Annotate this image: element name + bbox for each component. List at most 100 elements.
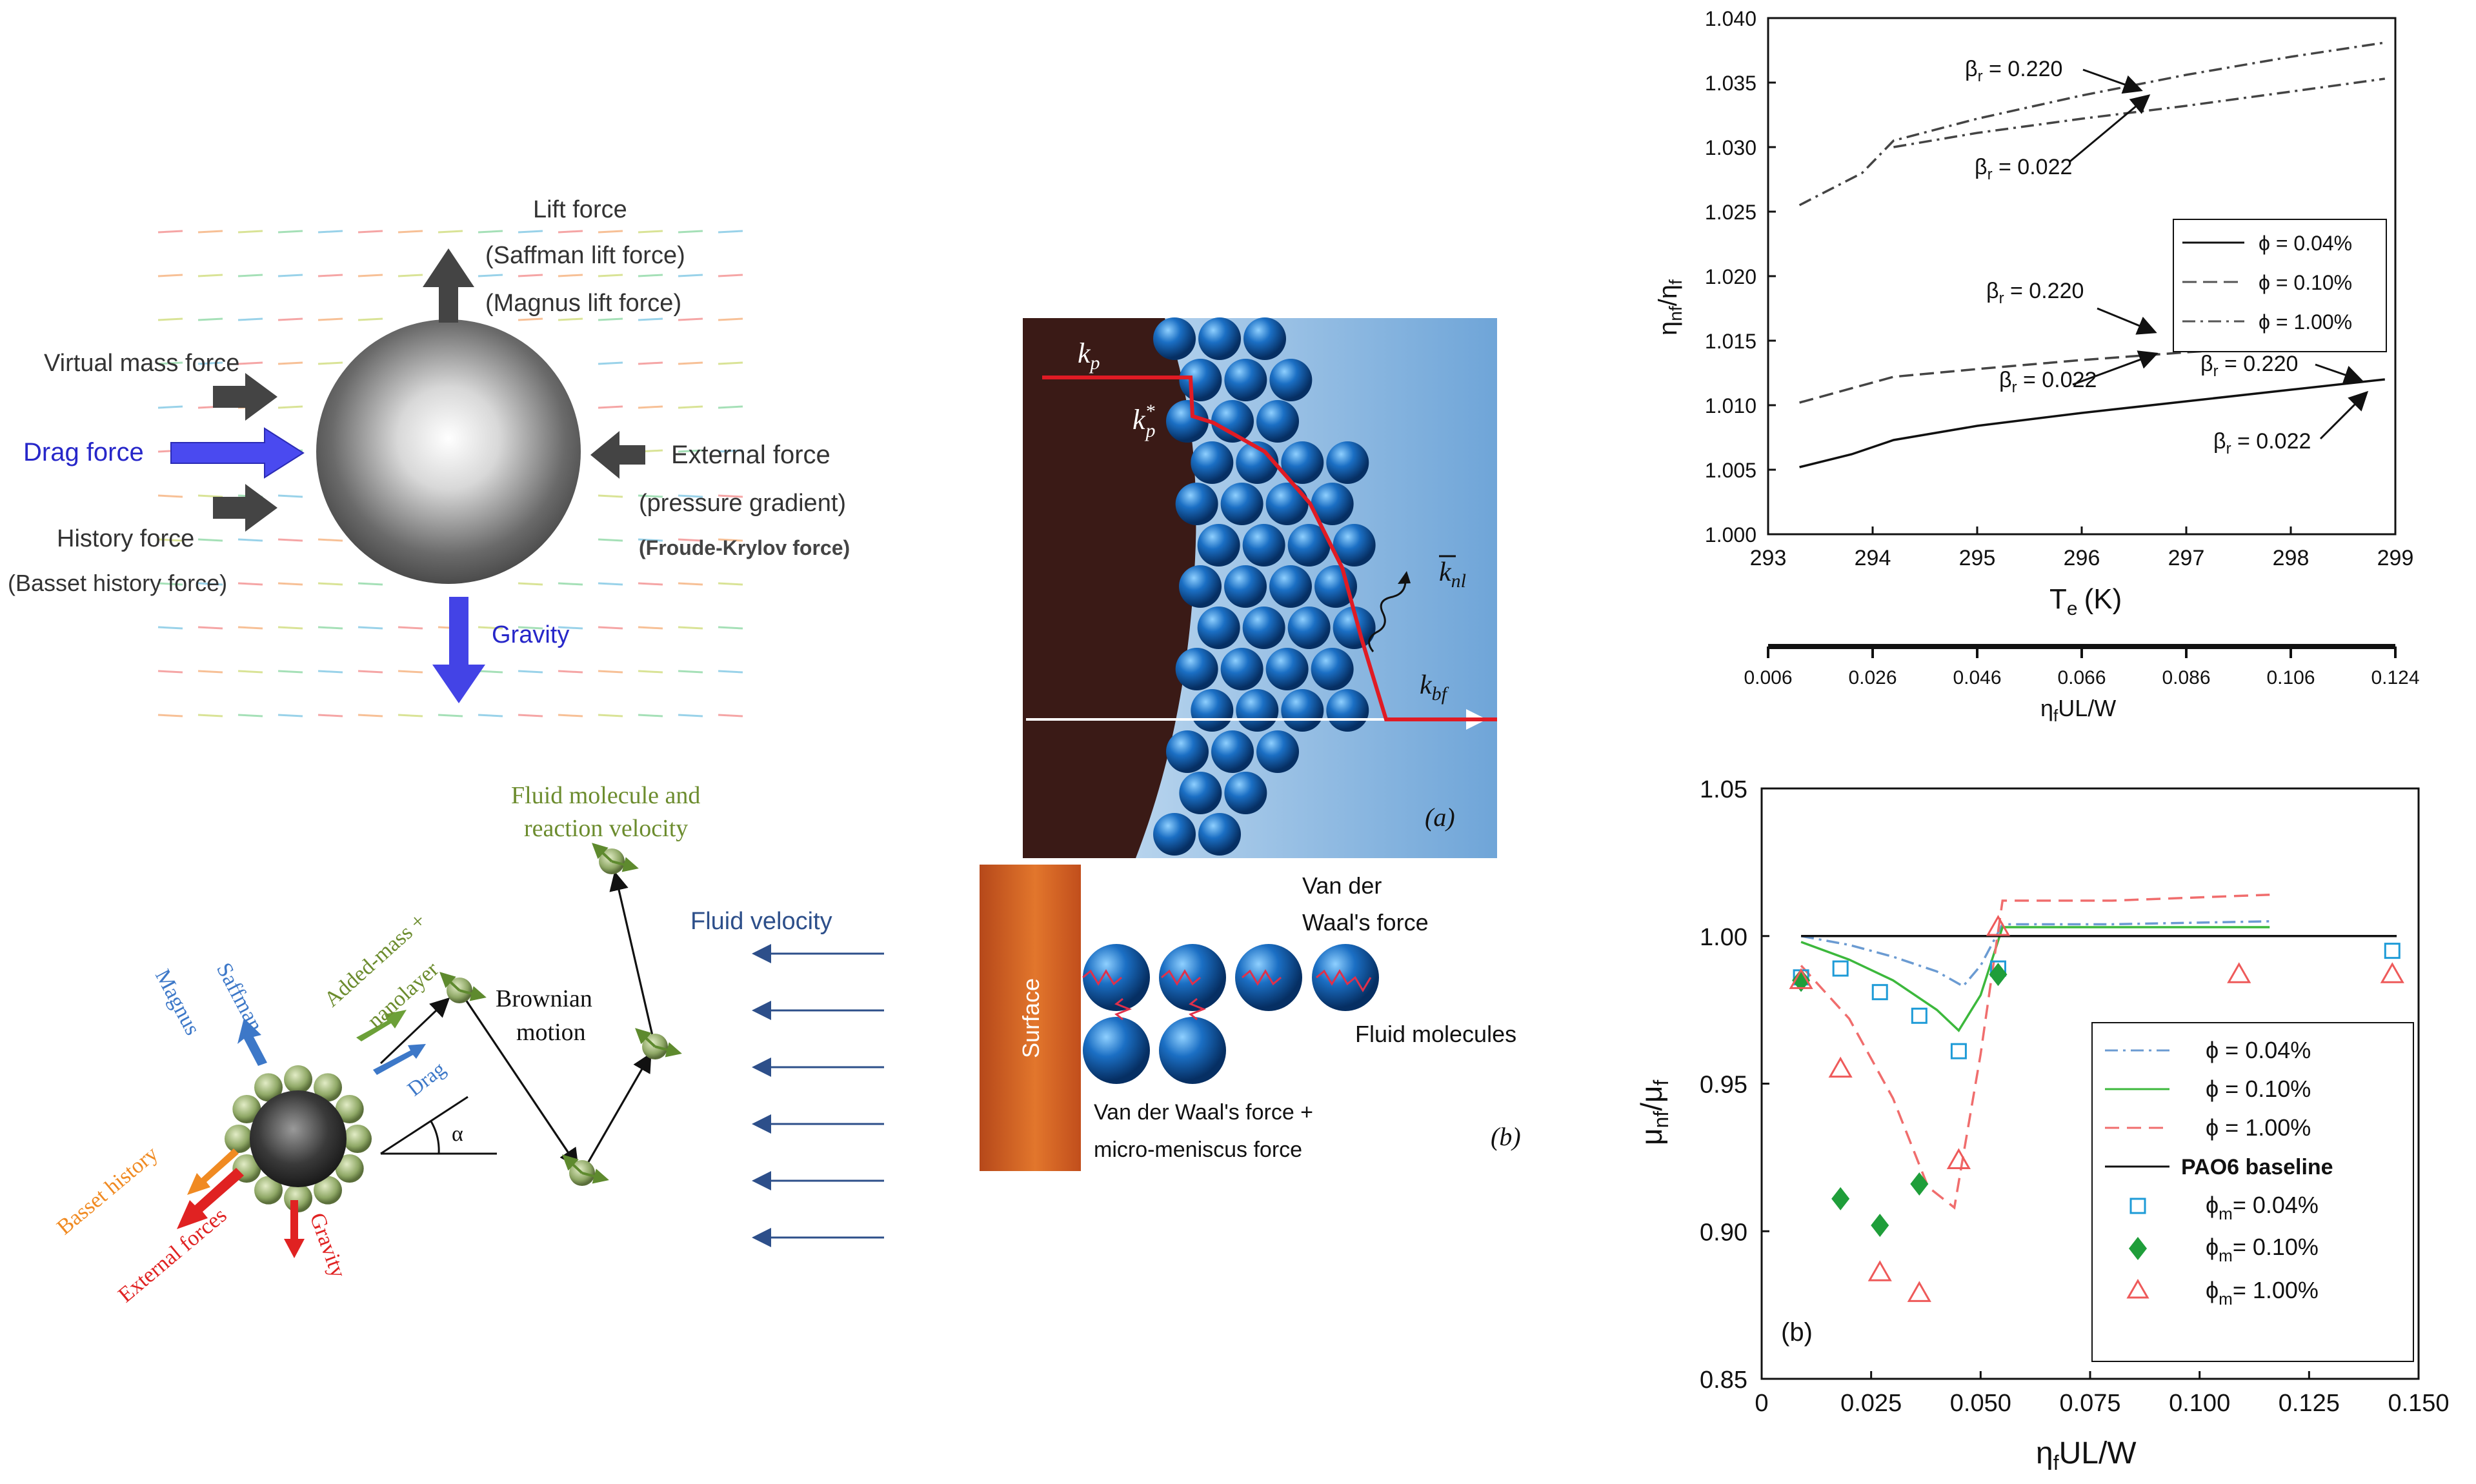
bleg-text-4: PAO6 baseline (2181, 1155, 2333, 1179)
flow-arrow (518, 626, 543, 630)
flow-arrow (277, 670, 303, 674)
triangle-marker (2380, 962, 2404, 983)
flow-arrow (558, 582, 583, 586)
gravity-label: Gravity (492, 621, 569, 648)
x2-tick-label: 0.046 (1953, 667, 2001, 688)
flow-arrow (478, 670, 503, 674)
nanolayer-ball (254, 1073, 283, 1102)
nanolayer-ball (232, 1095, 261, 1123)
x-tick-label: 298 (2273, 546, 2310, 570)
vdw-springs-vertical (1114, 998, 1207, 1021)
series-line (1800, 926, 2270, 1032)
flow-arrow (518, 670, 543, 674)
beta-annotation: βr = 0.022 (1975, 155, 2072, 183)
flow-arrow (718, 274, 743, 277)
panel-a: kp k*p knl kbf (a) (1023, 317, 1497, 858)
flow-arrow (678, 494, 703, 498)
flow-arrow (718, 449, 743, 453)
triangle-marker (1986, 915, 2011, 936)
flow-arrow (277, 230, 303, 234)
magnus-lift-label: (Magnus lift force) (485, 290, 681, 317)
top-legend-box (2173, 219, 2387, 352)
flow-arrow (558, 670, 583, 674)
molecule-velocity-arrow (459, 986, 487, 1001)
y-tick-label: 1.020 (1705, 265, 1756, 288)
y-tick-label: 0.90 (1700, 1219, 1747, 1246)
flow-arrow (277, 317, 303, 321)
flow-arrow (518, 582, 543, 586)
y-tick-label: 1.05 (1700, 776, 1747, 803)
annotation-arrow (2069, 94, 2151, 163)
blue-molecule (1197, 524, 1240, 567)
blue-molecule (1224, 772, 1267, 814)
blue-molecule (1153, 813, 1196, 856)
flow-arrow (638, 274, 663, 277)
blue-molecule (1236, 689, 1279, 732)
external-forces-arrow (177, 1168, 244, 1229)
saffman-arrow (237, 1018, 267, 1066)
layer-molecule (1159, 1017, 1226, 1084)
x-tick-label: 0.100 (2169, 1390, 2230, 1417)
molecule-velocity-arrow (592, 843, 613, 863)
flow-arrow (277, 274, 303, 277)
flow-arrow (718, 670, 743, 674)
diamond-marker (1910, 1172, 1929, 1196)
alpha-label: α (452, 1122, 463, 1146)
lift-force-label: Lift force (533, 196, 627, 223)
blue-molecule (1191, 441, 1234, 484)
bleg-triangle (2126, 1278, 2149, 1299)
flow-arrow (317, 538, 343, 542)
flow-arrow (678, 274, 703, 277)
flow-arrow (157, 670, 183, 674)
flow-arrow (518, 317, 543, 321)
saffman-lift-label: (Saffman lift force) (485, 242, 685, 269)
bleg-square (2129, 1198, 2146, 1214)
flow-arrow (317, 274, 343, 277)
triangle-marker (1907, 1281, 1931, 1302)
vdw-meniscus-label-2: micro-meniscus force (1094, 1138, 1302, 1162)
fluid-molecules (439, 843, 682, 1186)
blue-molecule (1220, 483, 1263, 525)
y-tick-label: 1.030 (1705, 136, 1756, 159)
nanoparticle (225, 1065, 372, 1212)
flow-arrow (197, 538, 223, 542)
blue-molecule (1198, 813, 1241, 856)
brownian-panel: Fluid velocity Fluid molecule and reacti… (52, 782, 884, 1307)
flow-arrow (157, 361, 183, 365)
flow-arrow (237, 274, 263, 277)
square-marker (1911, 1007, 1927, 1024)
x-tick-label: 299 (2377, 546, 2414, 570)
froude-krylov-label: (Froude-Krylov force) (639, 536, 850, 559)
flow-arrow (598, 538, 623, 542)
flow-arrow (237, 230, 263, 234)
top-legend: ϕ = 0.04% ϕ = 0.10% ϕ = 1.00% (2173, 219, 2387, 352)
flow-arrow (598, 405, 623, 409)
blue-molecule (1265, 648, 1309, 690)
x2-tick-label: 0.124 (2371, 667, 2419, 688)
flow-arrow (197, 361, 223, 365)
flow-arrow (558, 714, 583, 717)
drag-arrow (170, 427, 305, 479)
nanolayer-molecules (1153, 317, 1376, 856)
x2-tick-label: 0.106 (2266, 667, 2315, 688)
bottom-x-label: ηfUL/W (2036, 1436, 2137, 1474)
path-arrow-0 (379, 997, 450, 1065)
blue-molecule (1256, 400, 1299, 443)
flow-arrow (718, 714, 743, 717)
x-tick-label: 294 (1855, 546, 1891, 570)
top-legend-2: ϕ = 0.10% (2259, 271, 2352, 294)
vdw-meniscus-label-1: Van der Waal's force + (1094, 1100, 1313, 1125)
blue-molecule (1243, 317, 1286, 360)
brownian-label: Brownian (496, 985, 592, 1012)
k-nl-label: knl (1439, 557, 1466, 592)
gravity-small-arrow (284, 1200, 305, 1258)
flow-arrow (157, 626, 183, 630)
top-y-label: ηnf/ηf (1654, 279, 1686, 336)
beta-annotation: βr = 0.220 (2200, 352, 2298, 380)
flow-arrow (357, 317, 383, 321)
flow-arrow (678, 449, 703, 453)
gravity-small-label: Gravity (305, 1210, 350, 1281)
x-tick-label: 0.050 (1950, 1390, 2011, 1417)
